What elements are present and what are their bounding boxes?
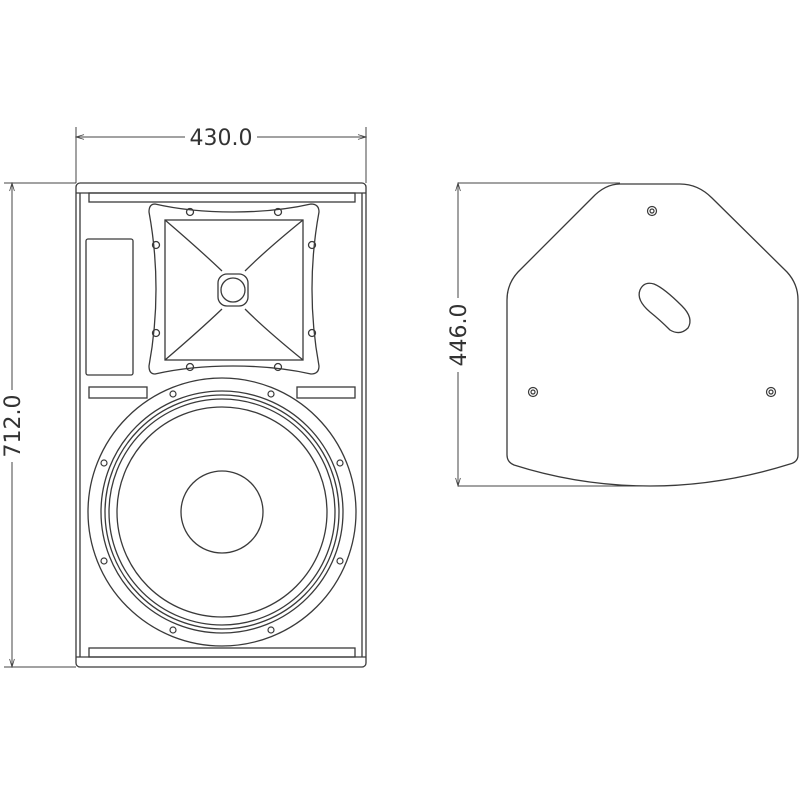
width-dimension: 430.0 <box>76 126 366 183</box>
dust-cap <box>180 470 264 554</box>
top-handle-slot <box>88 192 356 203</box>
woofer <box>87 377 357 647</box>
front-view-cabinet <box>75 182 367 668</box>
side-bolts <box>527 205 777 398</box>
depth-label: 446.0 <box>447 304 472 367</box>
port-rect <box>85 238 134 376</box>
right-bar <box>296 386 356 399</box>
pole-mount-slot <box>638 282 691 334</box>
horn-tweeter <box>148 203 320 375</box>
side-view-cabinet <box>506 183 799 487</box>
bottom-handle-slot <box>88 647 356 658</box>
height-label: 712.0 <box>1 395 26 458</box>
horn-bolts <box>151 207 317 372</box>
width-label: 430.0 <box>190 126 253 151</box>
height-dimension: 712.0 <box>1 183 76 667</box>
left-bar <box>88 386 148 399</box>
woofer-bolts <box>100 390 344 634</box>
depth-dimension: 446.0 <box>447 183 650 486</box>
